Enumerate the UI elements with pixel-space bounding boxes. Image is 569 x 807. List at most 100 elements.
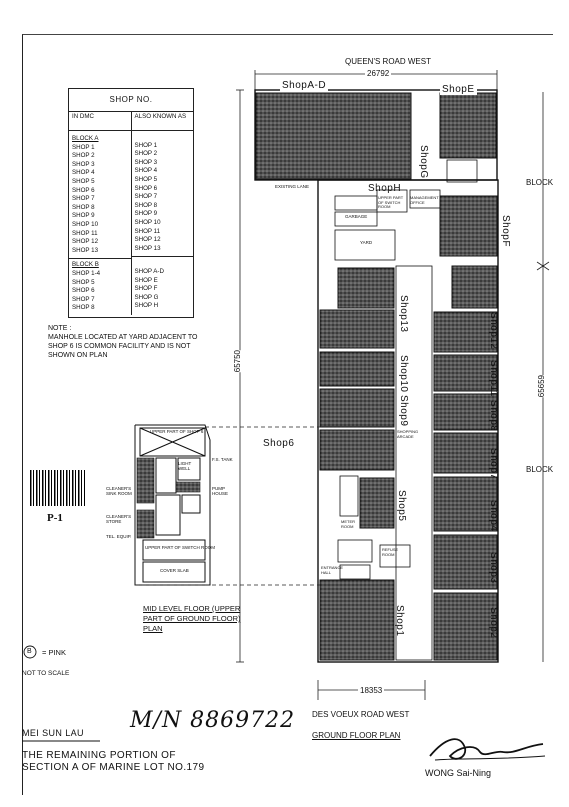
plan-sheet-border xyxy=(22,34,553,795)
table-col-aka: ALSO KNOWN AS xyxy=(134,113,187,120)
label-shop-ad: ShopA-D xyxy=(280,80,329,91)
label-shop-f: ShopF xyxy=(500,215,511,247)
mid-label-upper-switch: UPPER PART OF SWITCH ROOM xyxy=(145,545,216,550)
note-text: MANHOLE LOCATED AT YARD ADJACENT TO SHOP… xyxy=(48,334,198,359)
table-cell-dmc: SHOP 5 xyxy=(72,177,95,185)
label-refuse-room: REFUSE ROOM xyxy=(382,547,399,557)
table-cell-dmc: SHOP 6 xyxy=(72,186,95,194)
mid-label-upper-shop6: UPPER PART OF SHOP 6 xyxy=(150,429,204,434)
mid-label-cleaner-sink: CLEANER'S SINK ROOM xyxy=(106,486,132,496)
table-cell-aka: SHOP 7 xyxy=(134,193,158,201)
label-garbage: GARBAGE xyxy=(345,214,368,219)
label-shop-11: Shop11 xyxy=(488,360,499,397)
block-label-top: BLOCK xyxy=(526,178,554,187)
table-cell-dmc: SHOP 12 xyxy=(72,238,99,246)
label-shop-8: Shop8 xyxy=(488,400,499,432)
dimension-right: 65659 xyxy=(537,375,546,398)
dimension-bottom: 18353 xyxy=(358,686,385,695)
table-cell-aka: SHOP H xyxy=(134,302,159,310)
surveyor-signature xyxy=(429,738,546,761)
label-shop-e: ShopE xyxy=(440,84,477,95)
mid-label-tel-equip: TEL. EQUIP. xyxy=(106,534,132,539)
label-entrance-hall: ENTRANCE HALL xyxy=(321,565,344,575)
table-cell-aka: SHOP 13 xyxy=(134,244,161,252)
label-shop-5: Shop5 xyxy=(396,490,407,522)
table-cell-aka: SHOP 5 xyxy=(134,175,158,183)
label-shop-9: Shop9 xyxy=(398,395,409,427)
table-cell-aka: SHOP 12 xyxy=(134,236,161,244)
table-cell-aka: SHOP 6 xyxy=(134,184,158,192)
table-cell-aka: SHOP F xyxy=(134,285,158,293)
mid-label-light-well: LIGHT WELL xyxy=(178,461,192,471)
surveyor-name: WONG Sai-Ning xyxy=(425,768,492,778)
note-title: NOTE : xyxy=(48,325,72,332)
table-cell-dmc: SHOP 8 xyxy=(72,304,95,312)
table-cell-dmc: SHOP 2 xyxy=(72,152,95,160)
barcode-image xyxy=(30,470,85,506)
table-cell-dmc: SHOP 11 xyxy=(72,229,98,237)
table-cell-aka: SHOP 8 xyxy=(134,201,158,209)
label-shop-12: Shop12 xyxy=(488,312,499,350)
lot-line-1: THE REMAINING PORTION OF xyxy=(22,750,176,761)
legend-symbol: B xyxy=(27,648,32,655)
label-shop-4: Shop4 xyxy=(488,500,499,532)
block-label-bottom: BLOCK xyxy=(526,465,554,474)
label-shop-3: Shop3 xyxy=(488,552,499,584)
mid-label-tank: F.S. TANK xyxy=(212,457,233,462)
note-block: NOTE : MANHOLE LOCATED AT YARD ADJACENT … xyxy=(48,324,218,360)
street-bottom: DES VOEUX ROAD WEST xyxy=(312,710,410,719)
table-cell-aka: SHOP 11 xyxy=(134,227,161,235)
mid-label-cleaner-store: CLEANER'S STORE xyxy=(106,514,132,524)
table-cell-aka: SHOP 9 xyxy=(134,210,158,218)
building-name: MEI SUN LAU xyxy=(22,728,84,738)
label-shopping-arcade: SHOPPING ARCADE xyxy=(397,429,419,439)
table-cell-aka: SHOP 2 xyxy=(134,150,158,158)
table-cell-aka: SHOP A-D xyxy=(134,267,164,275)
label-existing-lane: EXISTING LANE xyxy=(275,184,310,189)
table-cell-aka: SHOP 3 xyxy=(134,158,158,166)
table-divider xyxy=(69,258,131,260)
table-divider xyxy=(131,256,193,258)
label-shop-h: ShopH xyxy=(368,183,402,194)
label-shop-7: Shop7 xyxy=(488,448,499,480)
mid-label-cover-slab: COVER SLAB xyxy=(160,568,189,573)
table-cell-aka: SHOP 10 xyxy=(134,218,161,226)
table-cell-aka: SHOP G xyxy=(134,293,159,301)
dimension-left: 65750 xyxy=(233,350,242,373)
table-title: SHOP NO. xyxy=(69,89,193,112)
label-upper-switch-room: UPPER PART OF SWITCH ROOM xyxy=(378,195,404,209)
street-top: QUEEN'S ROAD WEST xyxy=(345,57,431,66)
label-shop-10: Shop10 xyxy=(398,355,409,393)
table-cell-dmc: SHOP 8 xyxy=(72,203,95,211)
block-a-heading: BLOCK A xyxy=(72,135,99,142)
table-col-dmc: IN DMC xyxy=(69,112,132,130)
table-cell-dmc: SHOP 1-4 xyxy=(72,269,101,277)
table-cell-aka: SHOP 4 xyxy=(134,167,158,175)
table-cell-dmc: SHOP 1 xyxy=(72,143,95,151)
table-cell-dmc: SHOP 13 xyxy=(72,246,99,254)
table-cell-dmc: SHOP 3 xyxy=(72,160,95,168)
table-cell-dmc: SHOP 9 xyxy=(72,212,95,220)
table-cell-dmc: SHOP 7 xyxy=(72,195,95,203)
label-shop-1: Shop1 xyxy=(394,605,405,637)
label-shop-13: Shop13 xyxy=(398,295,409,333)
table-cell-dmc: SHOP 7 xyxy=(72,295,95,303)
mid-level-plan-title: MID LEVEL FLOOR (UPPER PART OF GROUND FL… xyxy=(143,604,241,633)
lot-line-2: SECTION A OF MARINE LOT NO.179 xyxy=(22,762,205,773)
block-b-heading: BLOCK B xyxy=(72,261,99,269)
table-cell-aka: SHOP E xyxy=(134,276,158,284)
label-shop-6: Shop6 xyxy=(263,438,295,449)
table-cell-dmc: SHOP 10 xyxy=(72,220,99,228)
legend-text: = PINK xyxy=(42,648,66,657)
label-management-office: MANAGEMENT OFFICE xyxy=(410,195,439,205)
memorial-number: M/N 8869722 xyxy=(130,708,296,733)
table-cell-aka: SHOP 1 xyxy=(134,141,158,149)
label-yard: YARD xyxy=(360,240,373,245)
barcode-label: P-1 xyxy=(47,512,63,524)
label-shop-g: ShopG xyxy=(418,145,429,179)
